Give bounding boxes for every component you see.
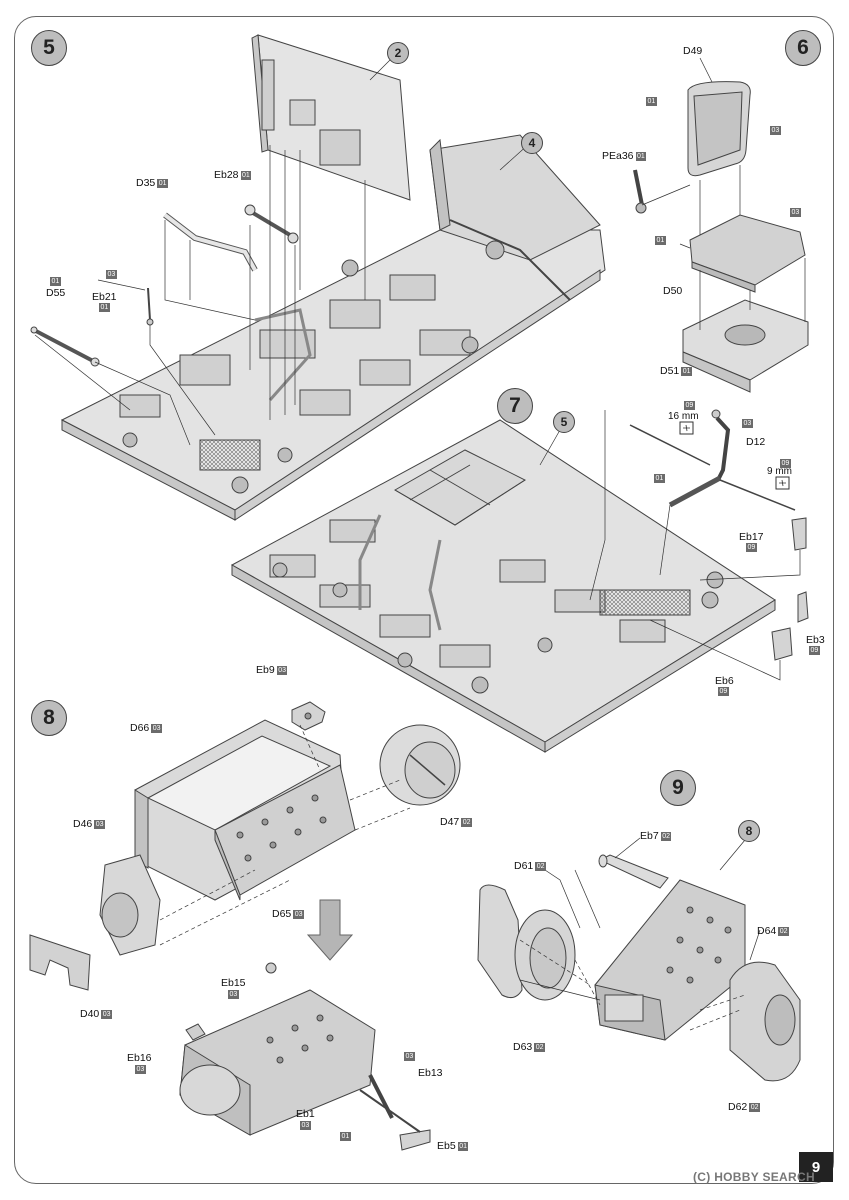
bracket-D40 (29, 934, 91, 991)
step9-leaders (519, 837, 761, 1001)
label-Eb16: Eb16 (127, 1052, 152, 1064)
pedal-Eb17 (791, 517, 807, 551)
rear-plate-part (251, 34, 411, 201)
step-number-5: 5 (31, 30, 67, 66)
measure-16mm: 16 mm (668, 411, 699, 422)
label-D49: D49 (683, 45, 703, 57)
sprue-D12-top: 03 (742, 419, 753, 428)
pedal-Eb6 (771, 627, 793, 661)
sprue-D49-right: 03 (770, 126, 781, 135)
step-number-6: 6 (785, 30, 821, 66)
step-number-8: 8 (31, 700, 67, 736)
cover-D63 (514, 909, 576, 1001)
step6-leaders (641, 57, 806, 330)
step-number-9: 9 (660, 770, 696, 806)
sprue-D49-left: 01 (646, 97, 657, 106)
subassembly-ref-8: 8 (738, 820, 760, 842)
page-number: 9 (799, 1152, 833, 1182)
gearbox-step9 (594, 879, 746, 1041)
watermark: (C) HOBBY SEARCH (693, 1170, 815, 1184)
sprue-Eb21: 01 (99, 303, 110, 312)
lever-D12 (629, 409, 796, 511)
label-D50: D50 (663, 285, 683, 297)
cut-wire-icon (679, 421, 790, 490)
subassembly-ref-5: 5 (553, 411, 575, 433)
sprue-D55: 01 (50, 277, 61, 286)
sprue-9mm: 09 (780, 459, 791, 468)
pedal-Eb3 (797, 591, 809, 623)
label-Eb21: Eb21 (92, 291, 117, 303)
sprue-Eb5-left: 01 (340, 1132, 351, 1141)
sprue-16mm: 09 (684, 401, 695, 410)
step8-leaders (159, 724, 411, 946)
pedal-Eb5 (359, 1089, 431, 1151)
part-D35-shape (163, 212, 258, 272)
gearbox-assembled (179, 989, 376, 1136)
subassembly-ref-4: 4 (521, 132, 543, 154)
cover-D47 (379, 724, 461, 806)
label-Eb6: Eb6 (715, 675, 734, 687)
step9-dashed (519, 939, 746, 1031)
lever-Eb13 (368, 1074, 394, 1119)
sprue-D12-rod: 01 (654, 474, 665, 483)
seat-back-D49 (687, 81, 751, 177)
label-Eb15: Eb15 (221, 977, 246, 989)
label-Eb17: Eb17 (739, 531, 764, 543)
cover-D61 (477, 884, 523, 999)
sprue-Eb21-top: 03 (106, 270, 117, 279)
floor-plate-step7 (230, 419, 776, 753)
label-Eb13: Eb13 (418, 1067, 443, 1079)
label-Eb1: Eb1 (296, 1108, 315, 1120)
seat-base-D51 (682, 299, 809, 393)
tube-Eb7 (598, 854, 669, 889)
subassembly-ref-2: 2 (387, 42, 409, 64)
page-border (14, 16, 834, 1184)
label-D55: D55 (46, 287, 66, 299)
sprue-Eb13: 03 (404, 1052, 415, 1061)
sprue-Eb6: 09 (718, 687, 729, 696)
part-D55-shape (30, 326, 100, 367)
sprue-D50-left: 01 (655, 236, 666, 245)
cover-D64-D62 (729, 961, 801, 1082)
lever-PEa36 (633, 169, 647, 214)
part-Eb28-shape (244, 204, 299, 244)
sprue-D50-right: 03 (790, 208, 801, 217)
measure-9mm: 9 mm (767, 466, 792, 477)
sprue-Eb15: 03 (228, 990, 239, 999)
sprue-Eb3: 09 (809, 646, 820, 655)
step5-leaders (34, 51, 531, 446)
sprue-Eb16: 03 (135, 1065, 146, 1074)
label-Eb3: Eb3 (806, 634, 825, 646)
part-Eb16-shape (185, 1023, 206, 1041)
arrow-down-icon (306, 899, 354, 961)
part-Eb21-shape (146, 287, 154, 326)
sprue-Eb17: 09 (746, 543, 757, 552)
part-Eb15-shape (265, 962, 277, 974)
part-Eb9-shape (291, 701, 326, 731)
step7-leaders (539, 410, 801, 681)
flange-D46 (99, 854, 161, 956)
hull-floor-step5 (60, 134, 606, 521)
seat-cushion-D50 (689, 214, 806, 293)
sprue-Eb1: 03 (300, 1121, 311, 1130)
step-number-7: 7 (497, 388, 533, 424)
label-D12: D12 (746, 436, 766, 448)
